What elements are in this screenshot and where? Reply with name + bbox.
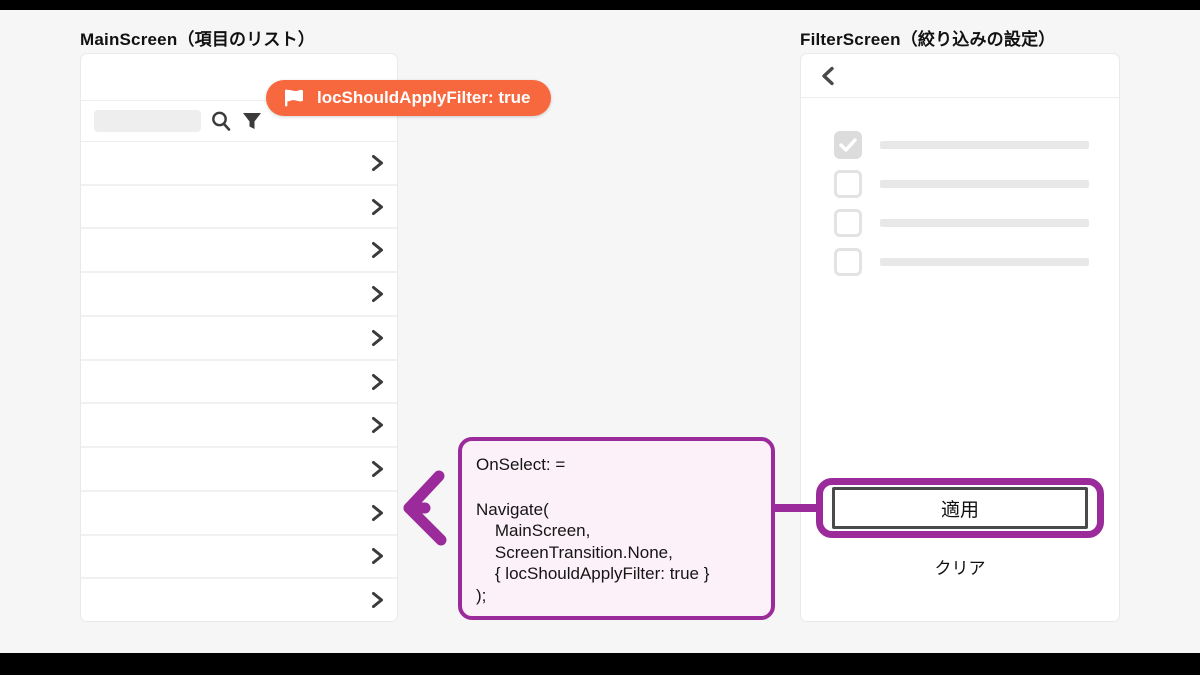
apply-button[interactable]: 適用	[832, 487, 1088, 529]
code-annotation-box: OnSelect: = Navigate( MainScreen, ScreenT…	[458, 437, 775, 620]
list-item[interactable]	[81, 229, 397, 274]
list-item[interactable]	[81, 404, 397, 449]
list-item[interactable]	[81, 316, 397, 361]
list-item[interactable]	[81, 579, 397, 621]
chevron-right-icon	[372, 592, 383, 609]
filter-screen-title: FilterScreen（絞り込みの設定）	[800, 30, 1056, 49]
chevron-left-icon[interactable]	[820, 66, 836, 86]
connector-line	[771, 504, 817, 512]
checkbox-unchecked[interactable]	[834, 209, 862, 237]
code-line	[476, 476, 771, 499]
clear-button[interactable]: クリア	[800, 554, 1120, 579]
checkbox-group	[801, 131, 1119, 276]
bottom-letterbox-bar	[0, 653, 1200, 675]
code-line: );	[476, 585, 487, 605]
main-list	[81, 142, 397, 621]
filter-screen-header	[801, 54, 1119, 98]
code-line: MainScreen,	[476, 521, 591, 540]
checkbox-row	[834, 170, 1119, 198]
chevron-right-icon	[372, 373, 383, 390]
list-item[interactable]	[81, 142, 397, 186]
search-input[interactable]	[94, 110, 201, 132]
code-line: OnSelect: =	[476, 455, 566, 474]
list-item[interactable]	[81, 535, 397, 580]
checkbox-row	[834, 209, 1119, 237]
checkbox-unchecked[interactable]	[834, 170, 862, 198]
list-item[interactable]	[81, 491, 397, 536]
chevron-right-icon	[372, 504, 383, 521]
main-screen-title: MainScreen（項目のリスト）	[80, 30, 316, 49]
chevron-right-icon	[372, 461, 383, 477]
chevron-right-icon	[372, 242, 383, 259]
checkmark-icon	[839, 138, 857, 152]
checkbox-unchecked[interactable]	[834, 248, 862, 276]
code-line: { locShouldApplyFilter: true }	[476, 564, 710, 583]
search-icon[interactable]	[210, 109, 232, 133]
chevron-right-icon	[372, 548, 383, 565]
flag-icon	[285, 89, 303, 107]
flag-badge: locShouldApplyFilter: true	[266, 80, 552, 116]
placeholder-text-line	[880, 180, 1089, 188]
main-screen-header	[81, 54, 397, 101]
list-item[interactable]	[81, 273, 397, 317]
main-screen-card	[80, 53, 398, 622]
chevron-right-icon	[372, 154, 383, 171]
checkbox-checked[interactable]	[834, 131, 862, 159]
code-line: ScreenTransition.None,	[476, 542, 673, 562]
placeholder-text-line	[880, 219, 1089, 227]
list-item[interactable]	[81, 448, 397, 492]
search-row	[81, 101, 397, 142]
filter-funnel-icon[interactable]	[241, 109, 263, 133]
apply-button-highlight: 適用	[816, 478, 1104, 538]
arrow-left-icon	[403, 470, 447, 546]
top-letterbox-bar	[0, 0, 1200, 10]
placeholder-text-line	[880, 258, 1089, 266]
list-item[interactable]	[81, 185, 397, 230]
placeholder-text-line	[880, 141, 1089, 149]
flag-badge-label: locShouldApplyFilter: true	[317, 88, 531, 107]
chevron-right-icon	[372, 417, 383, 434]
chevron-right-icon	[372, 198, 383, 215]
code-line: Navigate(	[476, 499, 549, 519]
chevron-right-icon	[372, 286, 383, 303]
chevron-right-icon	[372, 329, 383, 346]
checkbox-row	[834, 131, 1119, 159]
list-item[interactable]	[81, 360, 397, 405]
checkbox-row	[834, 248, 1119, 276]
